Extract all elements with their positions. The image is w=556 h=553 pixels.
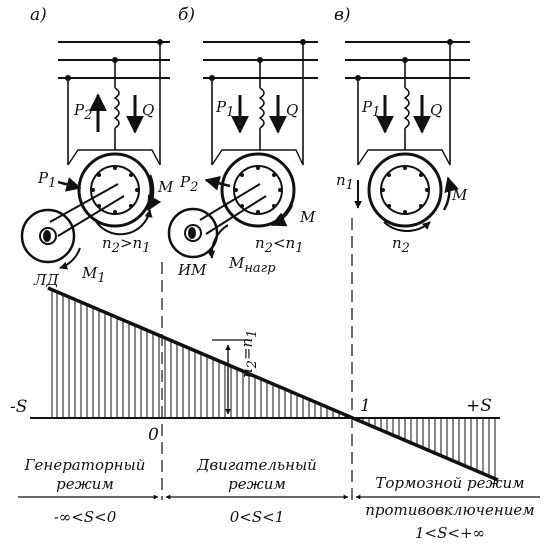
panel-c: в) P1 Q n1 M [334, 5, 470, 256]
torque-slope-line [47, 286, 499, 482]
speed-n1-label: n1 [336, 171, 354, 193]
motor-slip-range: 0<S<1 [230, 508, 285, 526]
panel-a: а) P2 Q M P1 [20, 5, 174, 289]
panel-a-stator [77, 152, 153, 228]
panel-b: б) P1 Q P2 M [167, 5, 318, 279]
power-p1-label-b: P1 [215, 98, 234, 120]
working-machine-label: ИМ [177, 261, 207, 279]
power-p2-arrow-b [204, 175, 231, 191]
speed-n2-label: n2 [392, 234, 410, 256]
reactive-q-label-c: Q [430, 101, 442, 119]
generator-mode-line1: Генераторный [24, 456, 146, 474]
prime-mover-label: ЛД [33, 271, 60, 289]
pos-slip-label: +S [466, 396, 492, 416]
speed-arrow-a [94, 209, 153, 236]
working-machine-icon [167, 207, 219, 259]
motor-mode-line1: Двигательный [196, 456, 317, 474]
brake-mode-line1: Тормозной режим [375, 474, 524, 492]
slip-zero-label: 0 [148, 425, 159, 445]
brake-mode-line2: противовключением [365, 501, 534, 519]
reactive-q-label: Q [142, 101, 154, 119]
power-p1-arrow [57, 177, 82, 192]
moment-m-label: M [157, 178, 174, 196]
load-moment-label: Mнагр [228, 254, 276, 276]
speed-n2-arrow [383, 221, 431, 232]
panel-b-stator [220, 152, 296, 228]
power-p2-label-b: P2 [179, 173, 198, 195]
power-p1-label: P1 [37, 169, 56, 191]
panel-a-title: а) [30, 5, 47, 25]
generator-mode-line2: режим [56, 475, 114, 493]
power-p1-label-c: P1 [361, 98, 380, 120]
moment-m-label-c: M [451, 186, 468, 204]
reactive-q-label-b: Q [286, 101, 298, 119]
panel-b-supply-bus [203, 39, 318, 166]
neg-slip-label: -S [10, 397, 27, 417]
speed-relation-b: n2<n1 [255, 234, 303, 256]
moment-m-arrow-b [270, 204, 294, 227]
slip-diagram: n2=n1 -S +S 0 1 Генераторный режим -∞<S<… [10, 218, 540, 542]
moment-m1-arrow [59, 247, 81, 270]
moment-m1-label: M1 [81, 264, 106, 286]
moment-m-arrow-c [442, 176, 459, 211]
panel-c-title: в) [334, 5, 351, 25]
brake-slip-range: 1<S<+∞ [415, 524, 485, 542]
prime-mover-icon [20, 208, 76, 264]
panel-c-stator [367, 152, 443, 228]
slip-one-label: 1 [360, 396, 371, 416]
sync-speed-label: n2=n1 [238, 330, 260, 378]
power-p2-label: P2 [73, 101, 92, 123]
load-moment-arrow [207, 224, 229, 259]
moment-m-arrow [146, 174, 162, 212]
speed-relation-a: n2>n1 [102, 234, 150, 256]
moment-m-label-b: M [299, 208, 316, 226]
panel-c-supply-bus [345, 39, 470, 166]
panel-a-shaft [49, 183, 125, 237]
motor-mode-line2: режим [228, 475, 286, 493]
panel-b-title: б) [178, 5, 195, 25]
panel-a-supply-bus [58, 39, 170, 166]
generator-slip-range: -∞<S<0 [54, 508, 117, 526]
